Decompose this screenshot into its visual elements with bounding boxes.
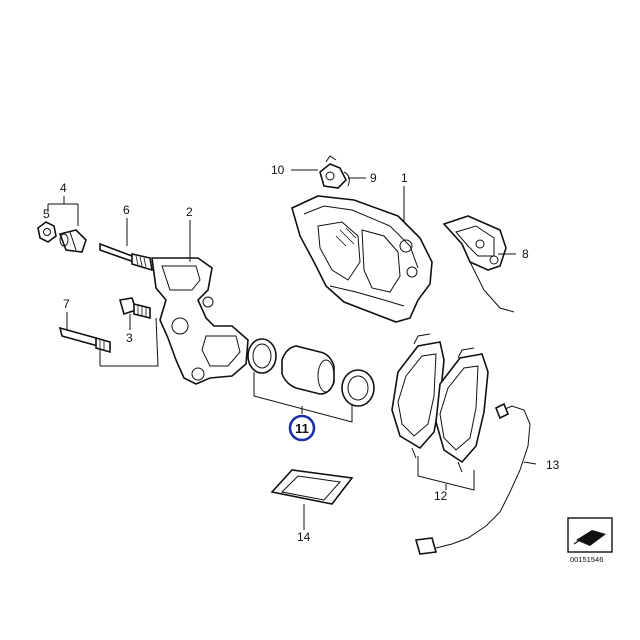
guide-bushing[interactable] xyxy=(58,229,87,253)
anti-rattle-spring[interactable] xyxy=(442,215,515,313)
caliper-carrier[interactable] xyxy=(151,257,249,385)
guide-pin[interactable] xyxy=(99,242,154,272)
callout-7: 7 xyxy=(63,297,70,311)
callout-12: 12 xyxy=(434,489,448,503)
callout-11-highlight[interactable]: 11 xyxy=(288,414,316,442)
callout-14: 14 xyxy=(297,530,311,544)
callout-9: 9 xyxy=(370,171,377,185)
callout-5: 5 xyxy=(43,207,50,221)
callout-4: 4 xyxy=(60,181,67,195)
piston-seal-kit[interactable] xyxy=(247,338,375,407)
callout-6: 6 xyxy=(123,203,130,217)
long-guide-bolt[interactable] xyxy=(58,326,111,354)
brake-pad-outer[interactable] xyxy=(435,347,489,473)
grease-packet[interactable] xyxy=(270,469,354,505)
callout-2: 2 xyxy=(186,205,193,219)
callout-11: 11 xyxy=(295,421,309,436)
callout-1: 1 xyxy=(401,171,408,185)
callout-13: 13 xyxy=(546,458,560,472)
hex-nut[interactable] xyxy=(37,221,57,243)
bleed-screw-clip[interactable] xyxy=(319,155,350,189)
caliper-bolt[interactable] xyxy=(118,297,151,320)
callout-8: 8 xyxy=(522,247,529,261)
leader-lines xyxy=(47,169,537,530)
callout-10: 10 xyxy=(271,163,285,177)
brake-pad-inner[interactable] xyxy=(391,333,445,459)
wear-sensor[interactable] xyxy=(414,402,531,555)
highlight-ring xyxy=(288,414,316,442)
caliper-housing[interactable] xyxy=(291,195,433,323)
diagram-code: 00151546 xyxy=(570,555,603,564)
orientation-icon xyxy=(567,517,613,553)
callout-3: 3 xyxy=(126,331,133,345)
